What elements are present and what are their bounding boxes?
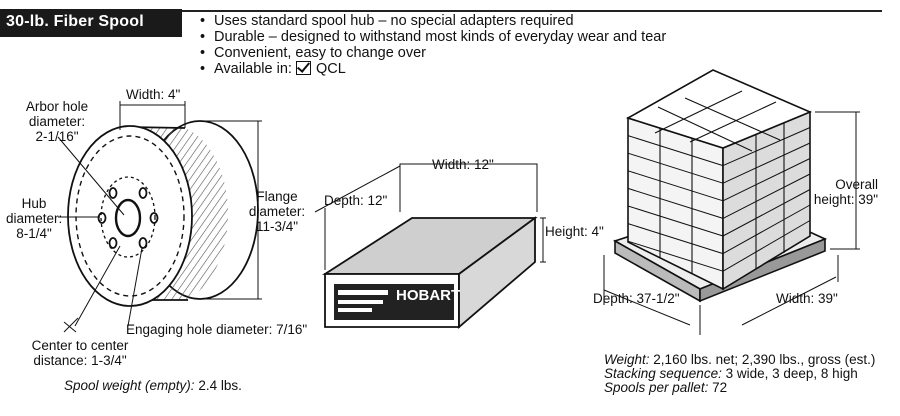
- feature-item: •Durable – designed to withstand most ki…: [200, 29, 667, 45]
- spool-weight: Spool weight (empty): 2.4 lbs.: [64, 378, 242, 393]
- title-bar: 30-lb. Fiber Spool: [0, 9, 182, 37]
- checkbox-icon: [295, 61, 311, 75]
- feature-item: •Convenient, easy to change over: [200, 45, 426, 61]
- feature-list: •Uses standard spool hub – no special ad…: [200, 13, 666, 77]
- spool-width-label: Width: 4": [126, 87, 181, 102]
- header-rule: [182, 10, 882, 12]
- feature-item: •Uses standard spool hub – no special ad…: [200, 13, 574, 29]
- feature-item-availability: •Available in:QCL: [200, 61, 346, 77]
- page-title: 30-lb. Fiber Spool: [6, 13, 144, 30]
- pallet-weight: Weight: 2,160 lbs. net; 2,390 lbs., gros…: [604, 352, 876, 367]
- spools-per-pallet: Spools per pallet: 72: [604, 380, 728, 395]
- pallet-width-label: Width: 39": [776, 291, 838, 306]
- pallet-depth-label: Depth: 37-1/2": [593, 291, 680, 306]
- box-depth-label: Depth: 12": [324, 193, 388, 208]
- stacking-sequence: Stacking sequence: 3 wide, 3 deep, 8 hig…: [604, 366, 858, 381]
- spool-illustration: [57, 101, 262, 333]
- box-height-label: Height: 4": [545, 224, 604, 239]
- box-illustration: [314, 163, 546, 329]
- pallet-illustration: [603, 69, 860, 335]
- engaging-hole-label: Engaging hole diameter: 7/16": [126, 322, 308, 337]
- box-width-label: Width: 12": [432, 157, 494, 172]
- box-brand-label: HOBART: [396, 287, 461, 304]
